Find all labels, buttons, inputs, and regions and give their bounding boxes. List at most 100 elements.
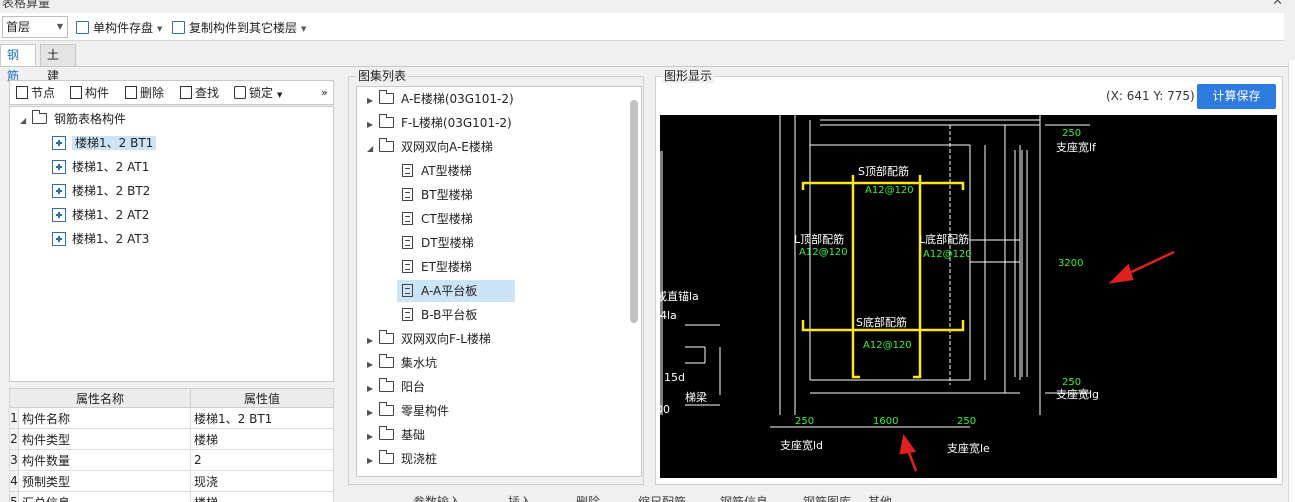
tree-item-at1[interactable]: 楼梯1、2 AT1	[52, 156, 149, 178]
atlas-item-double-ae[interactable]: ◢双网双向A-E楼梯	[367, 136, 493, 158]
tree-root[interactable]: ◢钢筋表格构件	[20, 108, 126, 130]
lock-button[interactable]: 锁定▼	[234, 84, 282, 102]
insert-button[interactable]: 插入	[508, 495, 533, 502]
more-tools-button[interactable]: »	[321, 86, 328, 99]
atlas-item-pile[interactable]: ▶现浇桩	[367, 448, 437, 470]
param-input-button[interactable]: 参数输入	[413, 495, 462, 502]
tree-item-label: 楼梯1、2 AT1	[72, 160, 150, 174]
label-s-top: S顶部配筋	[858, 164, 909, 178]
atlas-item-misc[interactable]: ▶ 零星构件	[367, 400, 449, 422]
add-component-label: 构件	[85, 86, 110, 100]
find-button[interactable]: 查找	[180, 84, 219, 102]
chevron-right-icon[interactable]: ▶	[367, 432, 374, 441]
tree-item-label: 楼梯1、2 AT2	[72, 208, 150, 222]
close-icon[interactable]: ✕	[1272, 0, 1283, 9]
tab-civil[interactable]: 土建	[40, 44, 76, 83]
add-node-button[interactable]: 节点	[16, 84, 55, 102]
chevron-right-icon[interactable]: ▶	[367, 336, 374, 345]
table-row[interactable]: 4 预制类型 现浇	[9, 470, 334, 492]
atlas-item-dt[interactable]: DT型楼梯	[402, 232, 474, 254]
property-value[interactable]: 现浇	[190, 470, 334, 492]
rebar-drawing-canvas[interactable]: 250 支座宽lf S顶部配筋 A12@120 L顶部配筋 A12@120 L底…	[660, 115, 1277, 478]
atlas-item-foundation[interactable]: ▶基础	[367, 424, 425, 446]
floor-select[interactable]: 首层 ▼	[2, 16, 68, 38]
atlas-item-bt[interactable]: BT型楼梯	[402, 184, 473, 206]
scale-rebar-button[interactable]: 缩尺配筋	[638, 495, 687, 502]
label-support-lg: 支座宽lg	[1056, 387, 1099, 401]
label-00: 00	[660, 403, 670, 416]
atlas-item-balcony[interactable]: ▶阳台	[367, 376, 425, 398]
chevron-down-icon[interactable]: ▼	[157, 25, 163, 33]
main-toolbar: 首层 ▼ 单构件存盘▼ 复制构件到其它楼层▼	[0, 13, 1284, 41]
document-icon	[402, 308, 413, 321]
atlas-item-sump[interactable]: ▶ 集水坑	[367, 352, 437, 374]
property-name: 构件类型	[18, 428, 191, 450]
table-row[interactable]: 3 构件数量 2	[9, 449, 334, 471]
atlas-item-label: B-B平台板	[421, 308, 478, 322]
label-s-bottom: S底部配筋	[856, 315, 907, 329]
tree-item-at3[interactable]: 楼梯1、2 AT3	[52, 228, 149, 250]
tab-rebar[interactable]: 钢筋	[0, 44, 36, 83]
atlas-item-label: CT型楼梯	[421, 212, 473, 226]
atlas-item-et[interactable]: ET型楼梯	[402, 256, 472, 278]
atlas-item-ae-stairs[interactable]: ▶A-E楼梯(03G101-2)	[367, 88, 514, 110]
other-button[interactable]: 其他	[868, 495, 893, 502]
atlas-scrollbar[interactable]	[630, 100, 638, 323]
property-name: 构件名称	[18, 407, 191, 429]
dim-height-3200: 3200	[1058, 258, 1083, 269]
copy-to-floor-button[interactable]: 复制构件到其它楼层▼	[172, 18, 306, 38]
dim-top-250: 250	[1062, 128, 1081, 139]
atlas-item-label: DT型楼梯	[421, 236, 474, 250]
add-node-label: 节点	[31, 86, 56, 100]
floor-value: 首层	[6, 20, 31, 34]
expand-arrow-icon[interactable]: ◢	[367, 144, 374, 153]
lock-label: 锁定	[249, 86, 274, 100]
atlas-item-double-fl[interactable]: ▶ 双网双向F-L楼梯	[367, 328, 491, 350]
table-row[interactable]: 2 构件类型 楼梯	[9, 428, 334, 450]
property-value[interactable]: 2	[190, 449, 334, 471]
atlas-item-at[interactable]: AT型楼梯	[402, 160, 472, 182]
table-row[interactable]: 5 汇总信息 楼梯	[9, 491, 334, 502]
save-component-button[interactable]: 单构件存盘▼	[76, 18, 162, 38]
atlas-item-fl-stairs[interactable]: ▶F-L楼梯(03G101-2)	[367, 112, 512, 134]
chevron-right-icon[interactable]: ▶	[367, 360, 374, 369]
component-icon	[52, 160, 66, 174]
tree-item-bt2[interactable]: 楼梯1、2 BT2	[52, 180, 150, 202]
rebar-info-button[interactable]: 钢筋信息	[720, 495, 769, 502]
row-index: 3	[9, 449, 19, 471]
atlas-item-label: 零星构件	[401, 404, 450, 418]
chevron-right-icon[interactable]: ▶	[367, 120, 374, 129]
atlas-item-label: A-A平台板	[421, 284, 478, 298]
table-row[interactable]: 1 构件名称 楼梯1、2 BT1	[9, 407, 334, 429]
atlas-item-aa-platform[interactable]: A-A平台板	[397, 280, 515, 302]
add-component-button[interactable]: 构件	[70, 84, 109, 102]
coordinate-readout: (X: 641 Y: 775)	[1106, 89, 1195, 103]
chevron-right-icon[interactable]: ▶	[367, 96, 374, 105]
rebar-library-button[interactable]: 钢筋图库	[803, 495, 852, 502]
atlas-item-bb-platform[interactable]: B-B平台板	[402, 304, 477, 326]
delete-button[interactable]: 删除	[125, 84, 164, 102]
chevron-right-icon[interactable]: ▶	[367, 384, 374, 393]
tree-item-at2[interactable]: 楼梯1、2 AT2	[52, 204, 149, 226]
chevron-right-icon[interactable]: ▶	[367, 408, 374, 417]
atlas-item-label: 集水坑	[401, 356, 438, 370]
chevron-right-icon[interactable]: ▶	[367, 456, 374, 465]
calculate-save-button[interactable]: 计算保存	[1197, 84, 1276, 109]
delete-button[interactable]: 删除	[576, 495, 601, 502]
tree-item-bt1[interactable]: 楼梯1、2 BT1	[52, 132, 157, 154]
bottom-toolbar: 参数输入 插入 删除 缩尺配筋 钢筋信息 钢筋图库 其他	[348, 490, 1283, 502]
property-name: 预制类型	[18, 470, 191, 492]
property-name: 汇总信息	[18, 491, 191, 502]
spec-s-bottom: A12@120	[863, 340, 912, 351]
chevron-down-icon[interactable]: ▼	[301, 25, 307, 33]
atlas-item-ct[interactable]: CT型楼梯	[402, 208, 473, 230]
property-value[interactable]: 楼梯	[190, 428, 334, 450]
property-value[interactable]: 楼梯	[190, 491, 334, 502]
property-value[interactable]: 楼梯1、2 BT1	[190, 407, 334, 429]
component-icon	[52, 232, 66, 246]
tree-toolbar: 节点 构件 删除 查找 锁定▼ »	[9, 80, 334, 105]
atlas-item-label: 双网双向F-L楼梯	[401, 332, 491, 346]
find-label: 查找	[195, 86, 220, 100]
folder-icon	[379, 114, 394, 128]
expand-arrow-icon[interactable]: ◢	[20, 116, 27, 125]
